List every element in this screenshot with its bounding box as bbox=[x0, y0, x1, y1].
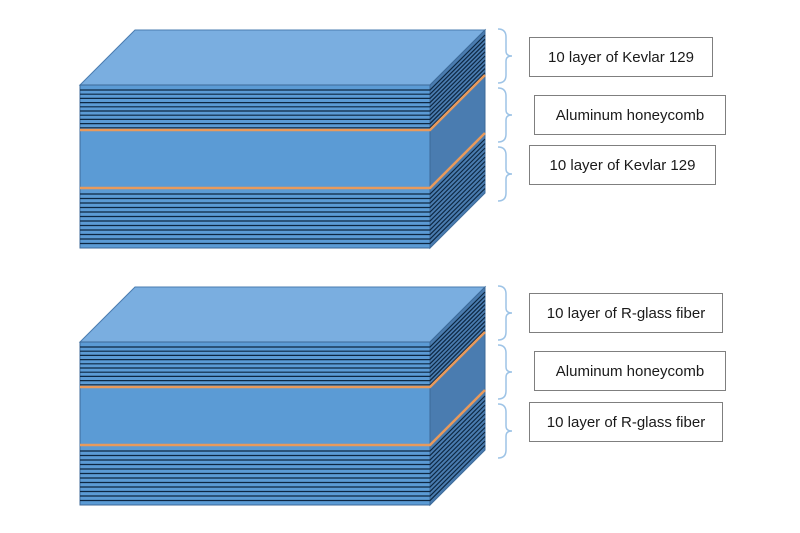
label-honeycomb-1: Aluminum honeycomb bbox=[534, 95, 726, 135]
laminate-layer-line bbox=[80, 418, 486, 475]
laminate-layer-line bbox=[80, 291, 486, 348]
laminate-layer-line bbox=[80, 440, 486, 497]
panel-top-face bbox=[78, 29, 487, 86]
laminate-layer-line bbox=[80, 165, 486, 222]
laminate-layer-line bbox=[80, 422, 486, 479]
panel-layer-lines bbox=[80, 34, 486, 245]
laminate-layer-line bbox=[80, 72, 486, 129]
bracket-honeycomb bbox=[497, 344, 513, 400]
label-honeycomb-2: Aluminum honeycomb bbox=[534, 351, 726, 391]
bracket-group-2 bbox=[497, 285, 513, 459]
panel-front-face bbox=[79, 341, 431, 506]
laminate-layer-line bbox=[80, 183, 486, 240]
laminate-layer-line bbox=[80, 179, 486, 236]
laminate-layer-line bbox=[80, 312, 486, 369]
laminate-layer-line bbox=[80, 170, 486, 227]
bracket-top-kevlar bbox=[497, 28, 513, 84]
laminate-layer-line bbox=[80, 147, 486, 204]
label-top-rglass: 10 layer of R-glass fiber bbox=[529, 293, 723, 333]
adhesive-line-bottom bbox=[80, 132, 486, 190]
laminate-layer-line bbox=[80, 308, 486, 365]
laminate-layer-line bbox=[80, 329, 486, 386]
laminate-layer-line bbox=[80, 445, 486, 502]
panel-top-face bbox=[78, 286, 487, 343]
laminate-layer-line bbox=[80, 325, 486, 382]
laminate-layer-line bbox=[80, 47, 486, 104]
laminate-layer-line bbox=[80, 161, 486, 218]
panel-front-face bbox=[79, 84, 431, 249]
bracket-bottom-rglass bbox=[497, 403, 513, 459]
laminate-layer-line bbox=[80, 138, 486, 195]
adhesive-line-bottom bbox=[80, 389, 486, 447]
kevlar-sandwich-panel bbox=[78, 28, 487, 250]
label-top-kevlar: 10 layer of Kevlar 129 bbox=[529, 37, 713, 77]
bracket-honeycomb bbox=[497, 87, 513, 143]
adhesive-line-top bbox=[80, 331, 486, 389]
laminate-layer-line bbox=[80, 143, 486, 200]
laminate-layer-line bbox=[80, 295, 486, 352]
label-bottom-kevlar: 10 layer of Kevlar 129 bbox=[529, 145, 716, 185]
laminate-layer-line bbox=[80, 436, 486, 493]
laminate-layer-line bbox=[80, 38, 486, 95]
laminate-layer-line bbox=[80, 409, 486, 466]
laminate-layer-line bbox=[80, 156, 486, 213]
bracket-bottom-kevlar bbox=[497, 146, 513, 202]
laminate-layer-line bbox=[80, 400, 486, 457]
laminate-layer-line bbox=[80, 316, 486, 373]
laminate-layer-line bbox=[80, 51, 486, 108]
bracket-top-rglass bbox=[497, 285, 513, 341]
laminate-layer-line bbox=[80, 431, 486, 488]
adhesive-line-top bbox=[80, 74, 486, 132]
laminate-layer-line bbox=[80, 174, 486, 231]
panel-layer-lines bbox=[80, 291, 486, 502]
laminate-layer-line bbox=[80, 188, 486, 245]
laminate-layer-line bbox=[80, 42, 486, 100]
label-bottom-rglass: 10 layer of R-glass fiber bbox=[529, 402, 723, 442]
laminate-layer-line bbox=[80, 404, 486, 461]
laminate-layer-line bbox=[80, 304, 486, 361]
laminate-layer-line bbox=[80, 395, 486, 452]
laminate-layer-line bbox=[80, 152, 486, 209]
laminate-layer-line bbox=[80, 55, 486, 112]
rglass-sandwich-panel bbox=[78, 285, 487, 507]
laminate-layer-line bbox=[80, 427, 486, 484]
laminate-layer-line bbox=[80, 320, 486, 377]
bracket-group-1 bbox=[497, 28, 513, 202]
laminate-layer-line bbox=[80, 59, 486, 116]
laminate-layer-line bbox=[80, 34, 486, 91]
laminate-layer-line bbox=[80, 299, 486, 356]
laminate-layer-line bbox=[80, 63, 486, 121]
laminate-layer-line bbox=[80, 68, 486, 125]
laminate-layer-line bbox=[80, 413, 486, 470]
